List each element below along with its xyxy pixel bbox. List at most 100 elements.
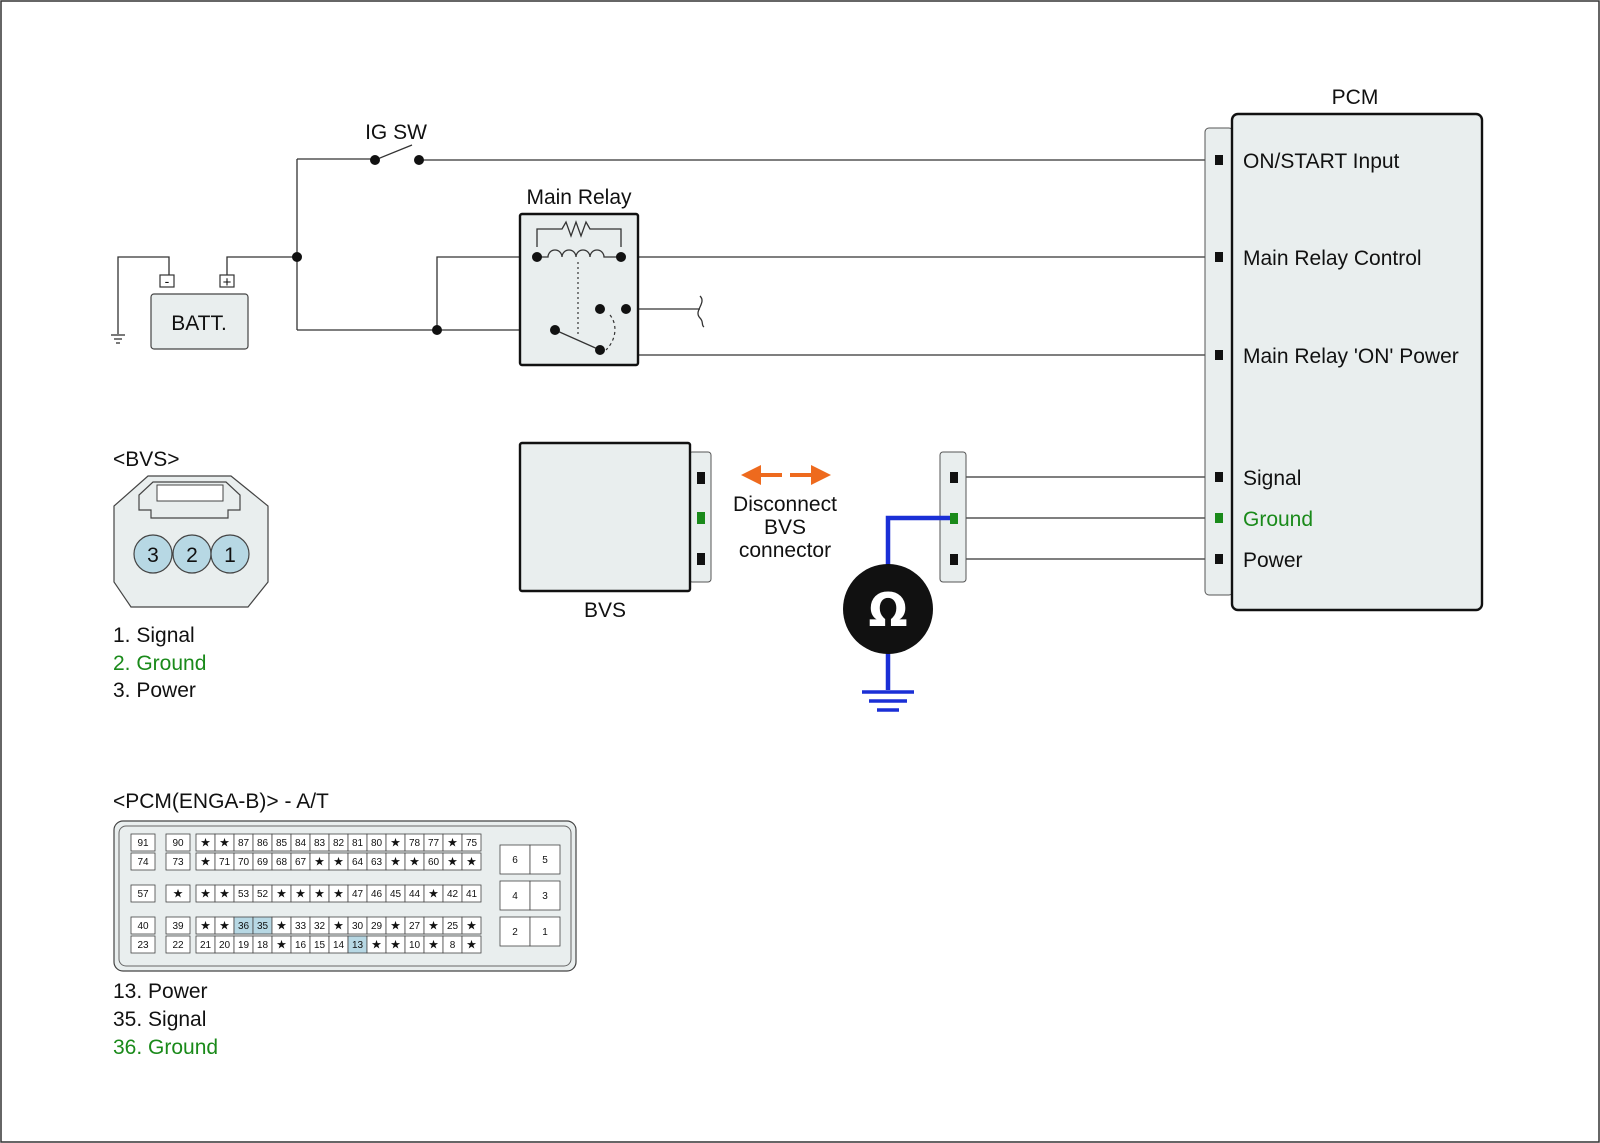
pcm-pin-label: 22: [172, 940, 184, 951]
pcm-pin-label: ★: [219, 919, 230, 933]
pcm-pin-label: 64: [352, 857, 364, 868]
bvs-legend-ground: 2. Ground: [113, 652, 206, 675]
pcm-pin-cell: [461, 884, 482, 903]
pcm-pin-label: 85: [276, 838, 288, 849]
pcm-legend-signal: 35. Signal: [113, 1008, 206, 1031]
pcm-pin-label: 39: [172, 921, 184, 932]
pcm-pin-cell: [130, 916, 156, 935]
pcm-pin-label: ★: [390, 855, 401, 869]
pcm-module: PCM ON/START Input Main Relay Control Ma…: [1204, 86, 1484, 612]
pcm-pin-label: 77: [428, 838, 440, 849]
pcm-pin-label: 14: [333, 940, 345, 951]
pcm-pin-main-relay-on-power: Main Relay 'ON' Power: [1243, 345, 1459, 368]
pcm-pin-label: 91: [137, 838, 149, 849]
pcm-pin-label: 71: [219, 857, 231, 868]
pcm-pin-label: 18: [257, 940, 269, 951]
pcm-pin-label: 74: [137, 857, 149, 868]
pcm-pin-cell: [130, 833, 156, 852]
pcm-pin-label: ★: [371, 938, 382, 952]
bvs-connector-view: <BVS> 3 2 1 1. Signal 2. Ground 3. Power: [113, 448, 269, 702]
pcm-pin-label: 33: [295, 921, 307, 932]
battery-plus-label: +: [223, 274, 232, 291]
pcm-pin-label: 25: [447, 921, 459, 932]
pcm-pin-label: 87: [238, 838, 250, 849]
pcm-pin-cell: [130, 935, 156, 954]
pcm-pin-cell: [499, 844, 531, 875]
battery-label: BATT.: [171, 312, 227, 335]
pcm-pin-label: 57: [137, 889, 149, 900]
pcm-pin-label: 35: [257, 921, 269, 932]
pcm-pin-label: 19: [238, 940, 250, 951]
pcm-pin-label: 47: [352, 889, 364, 900]
pcm-pin-label: ★: [390, 919, 401, 933]
bvs-legend-power: 3. Power: [113, 679, 196, 702]
pcm-pin-label: 83: [314, 838, 326, 849]
pcm-pin-label: 82: [333, 838, 345, 849]
pcm-legend-power: 13. Power: [113, 980, 208, 1003]
pcm-pin-cell: [529, 880, 561, 911]
pcm-pin-cell: [499, 916, 531, 947]
pcm-pin-label: ★: [333, 855, 344, 869]
pcm-pin-cell: [165, 935, 191, 954]
pcm-pin-label: ★: [276, 887, 287, 901]
pcm-pin-label: 75: [466, 838, 478, 849]
pcm-pin-label: 30: [352, 921, 364, 932]
pcm-pin-cell: [461, 916, 482, 935]
pcm-pin-label: ★: [295, 887, 306, 901]
pcm-pin-label: ★: [390, 836, 401, 850]
pcm-pin-label: 78: [409, 838, 421, 849]
pcm-pin-label: 16: [295, 940, 307, 951]
pcm-pin-label: 1: [542, 927, 548, 938]
pcm-pin-label: 84: [295, 838, 307, 849]
pcm-pin-cell: [461, 935, 482, 954]
pcm-pin-label: ★: [276, 919, 287, 933]
pcm-pin-label: 52: [257, 889, 269, 900]
pcm-connector-title: <PCM(ENGA-B)> - A/T: [113, 790, 329, 813]
main-relay-label: Main Relay: [526, 186, 632, 209]
bvs-connector-pin-1: 1: [224, 544, 236, 567]
pcm-pin-ground: Ground: [1243, 508, 1313, 531]
pcm-pin-signal: Signal: [1243, 467, 1301, 490]
ohm-icon: Ω: [868, 583, 907, 637]
disconnect-text-line3: connector: [739, 539, 831, 562]
pcm-pin-label: 53: [238, 889, 250, 900]
pcm-pin-label: ★: [428, 938, 439, 952]
pcm-pin-label: ★: [200, 836, 211, 850]
pcm-pin-label: 60: [428, 857, 440, 868]
pcm-pin-label: 15: [314, 940, 326, 951]
battery-minus-label: -: [165, 273, 170, 289]
pcm-pin-label: ★: [390, 938, 401, 952]
pcm-pin-label: 36: [238, 921, 250, 932]
pcm-pin-label: 63: [371, 857, 383, 868]
pcm-pin-label: ★: [219, 887, 230, 901]
pcm-pin-label: ★: [428, 887, 439, 901]
pcm-pin-cell: [461, 833, 482, 852]
disconnect-text-line1: Disconnect: [733, 493, 837, 516]
pcm-pin-label: 67: [295, 857, 307, 868]
pcm-pin-label: ★: [447, 855, 458, 869]
pcm-pin-label: 20: [219, 940, 231, 951]
pcm-pin-cell: [165, 916, 191, 935]
pcm-pin-label: 32: [314, 921, 326, 932]
pcm-pin-label: 86: [257, 838, 269, 849]
pcm-pin-label: ★: [219, 836, 230, 850]
pcm-pin-label: 69: [257, 857, 269, 868]
pcm-pin-label: ★: [200, 919, 211, 933]
ig-switch-label: IG SW: [365, 121, 427, 144]
pcm-label: PCM: [1332, 86, 1379, 109]
pcm-pin-label: ★: [314, 855, 325, 869]
pcm-pin-label: ★: [200, 887, 211, 901]
pcm-pin-label: ★: [173, 887, 184, 901]
bvs-connector-pin-2: 2: [186, 544, 198, 567]
pcm-pin-label: ★: [466, 855, 477, 869]
pcm-pin-label: ★: [333, 919, 344, 933]
pcm-pin-label: 44: [409, 889, 421, 900]
pcm-pin-label: 3: [542, 891, 548, 902]
bvs-connector-pin-3: 3: [147, 544, 159, 567]
pcm-pin-cell: [130, 852, 156, 871]
pcm-pin-label: 90: [172, 838, 184, 849]
